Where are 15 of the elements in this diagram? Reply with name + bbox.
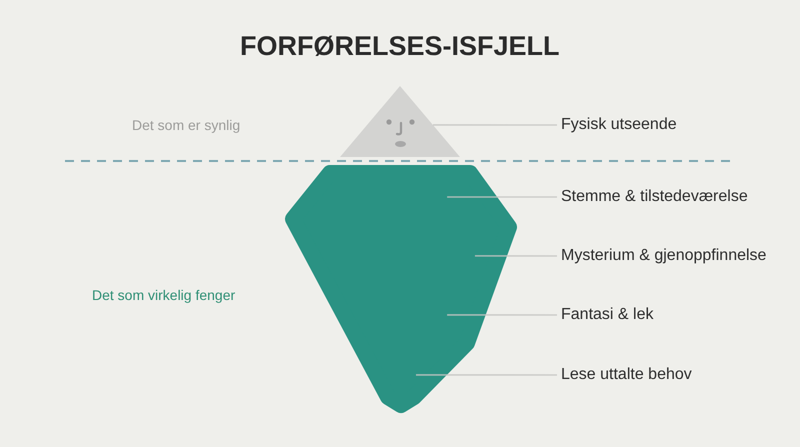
callout-text: Lese uttalte behov xyxy=(561,365,692,385)
leader-line xyxy=(447,196,557,198)
zone-label: Det som er synlig xyxy=(132,116,240,134)
iceberg-body xyxy=(284,165,518,414)
callout-text: Mysterium & gjenoppfinnelse xyxy=(561,246,766,266)
callout-text: Fysisk utseende xyxy=(561,115,677,135)
leader-line xyxy=(433,124,557,126)
iceberg-tip xyxy=(340,86,460,157)
title: FORFØRELSES-ISFJELL xyxy=(240,30,560,62)
callout-text: Stemme & tilstedeværelse xyxy=(561,187,748,207)
leader-line xyxy=(447,314,557,316)
leader-line xyxy=(416,374,557,376)
callout-text: Fantasi & lek xyxy=(561,305,654,325)
zone-label: Det som virkelig fenger xyxy=(92,286,236,304)
leader-line xyxy=(474,255,557,257)
